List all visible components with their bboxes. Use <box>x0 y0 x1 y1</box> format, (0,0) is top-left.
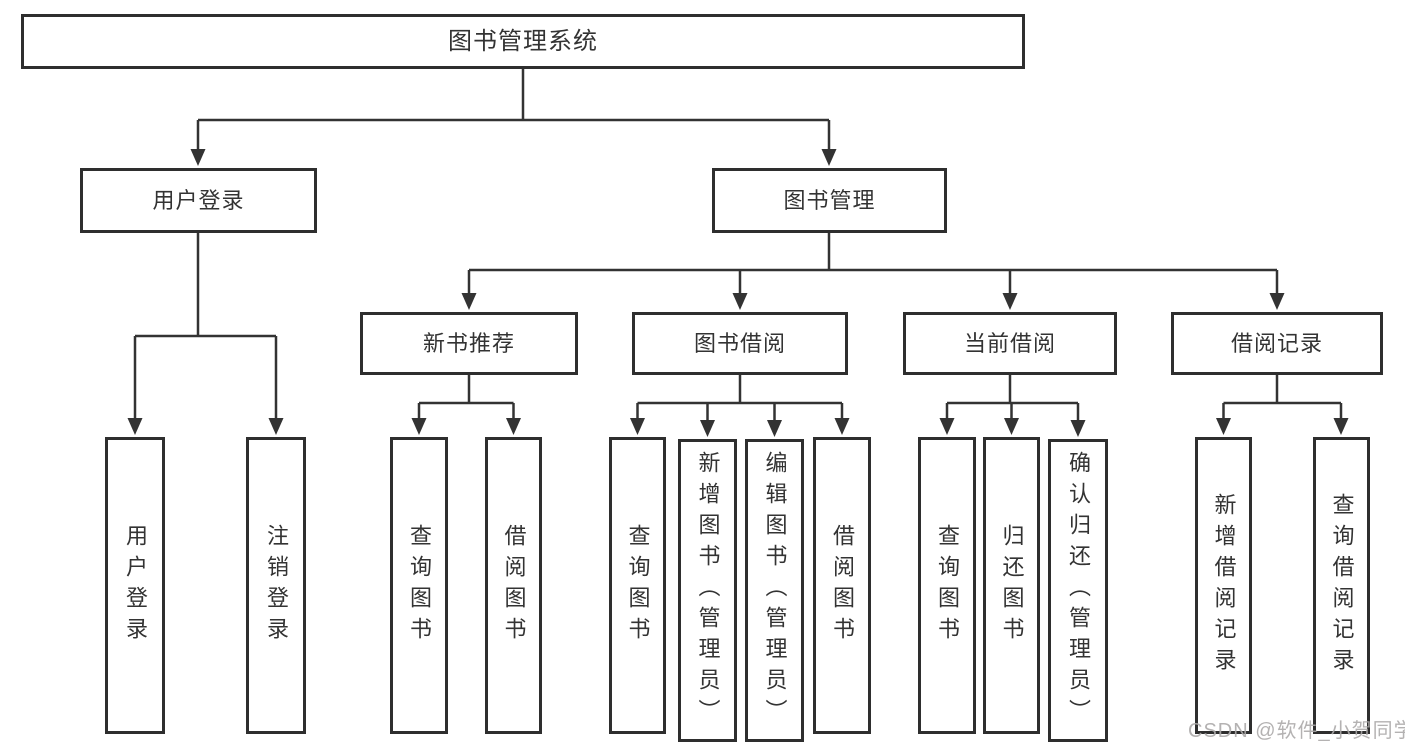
leaf-borrow-query-label: 查询图书 <box>625 523 651 648</box>
node-new-book-recommend-label: 新书推荐 <box>422 330 515 356</box>
leaf-current-query: 查询图书 <box>918 437 976 734</box>
leaf-borrow-book: 借阅图书 <box>813 437 871 734</box>
leaf-logout-label: 注销登录 <box>264 523 289 648</box>
leaf-user-login: 用户登录 <box>105 437 165 734</box>
node-current-borrow: 当前借阅 <box>903 312 1117 375</box>
leaf-confirm-return-admin: 确认归还（管理员） <box>1048 439 1108 742</box>
leaf-borrow-query: 查询图书 <box>609 437 666 734</box>
leaf-query-borrow-record-label: 查询借阅记录 <box>1329 492 1355 679</box>
node-new-book-recommend: 新书推荐 <box>360 312 578 375</box>
node-root-system: 图书管理系统 <box>21 14 1025 69</box>
leaf-newbook-borrow: 借阅图书 <box>485 437 542 734</box>
leaf-add-borrow-record-label: 新增借阅记录 <box>1211 492 1237 679</box>
leaf-newbook-query: 查询图书 <box>390 437 448 734</box>
leaf-add-book-admin: 新增图书（管理员） <box>678 439 737 742</box>
leaf-query-borrow-record: 查询借阅记录 <box>1313 437 1370 734</box>
node-borrow-records: 借阅记录 <box>1171 312 1383 375</box>
node-book-borrow: 图书借阅 <box>632 312 848 375</box>
leaf-user-login-label: 用户登录 <box>123 523 148 648</box>
node-current-borrow-label: 当前借阅 <box>963 330 1056 356</box>
node-root-label: 图书管理系统 <box>448 27 598 55</box>
tree-edges <box>133 69 1343 422</box>
leaf-newbook-borrow-label: 借阅图书 <box>501 523 527 648</box>
node-user-login-label: 用户登录 <box>152 187 245 213</box>
leaf-logout: 注销登录 <box>246 437 306 734</box>
leaf-confirm-return-admin-label: 确认归还（管理员） <box>1066 451 1091 730</box>
node-book-management-label: 图书管理 <box>783 187 876 213</box>
csdn-watermark: CSDN @软件_小贺同学 <box>1188 720 1405 742</box>
leaf-current-query-label: 查询图书 <box>935 523 960 648</box>
leaf-edit-book-admin-label: 编辑图书（管理员） <box>762 451 788 730</box>
leaf-borrow-book-label: 借阅图书 <box>830 523 855 648</box>
leaf-add-borrow-record: 新增借阅记录 <box>1195 437 1252 734</box>
leaf-return-book-label: 归还图书 <box>999 523 1025 648</box>
node-user-login: 用户登录 <box>80 168 317 233</box>
leaf-edit-book-admin: 编辑图书（管理员） <box>745 439 804 742</box>
leaf-newbook-query-label: 查询图书 <box>407 523 432 648</box>
node-book-borrow-label: 图书借阅 <box>693 330 786 356</box>
arrowheads <box>127 149 1349 437</box>
leaf-add-book-admin-label: 新增图书（管理员） <box>695 451 721 730</box>
leaf-return-book: 归还图书 <box>983 437 1040 734</box>
node-book-management: 图书管理 <box>712 168 947 233</box>
node-borrow-records-label: 借阅记录 <box>1230 330 1323 356</box>
